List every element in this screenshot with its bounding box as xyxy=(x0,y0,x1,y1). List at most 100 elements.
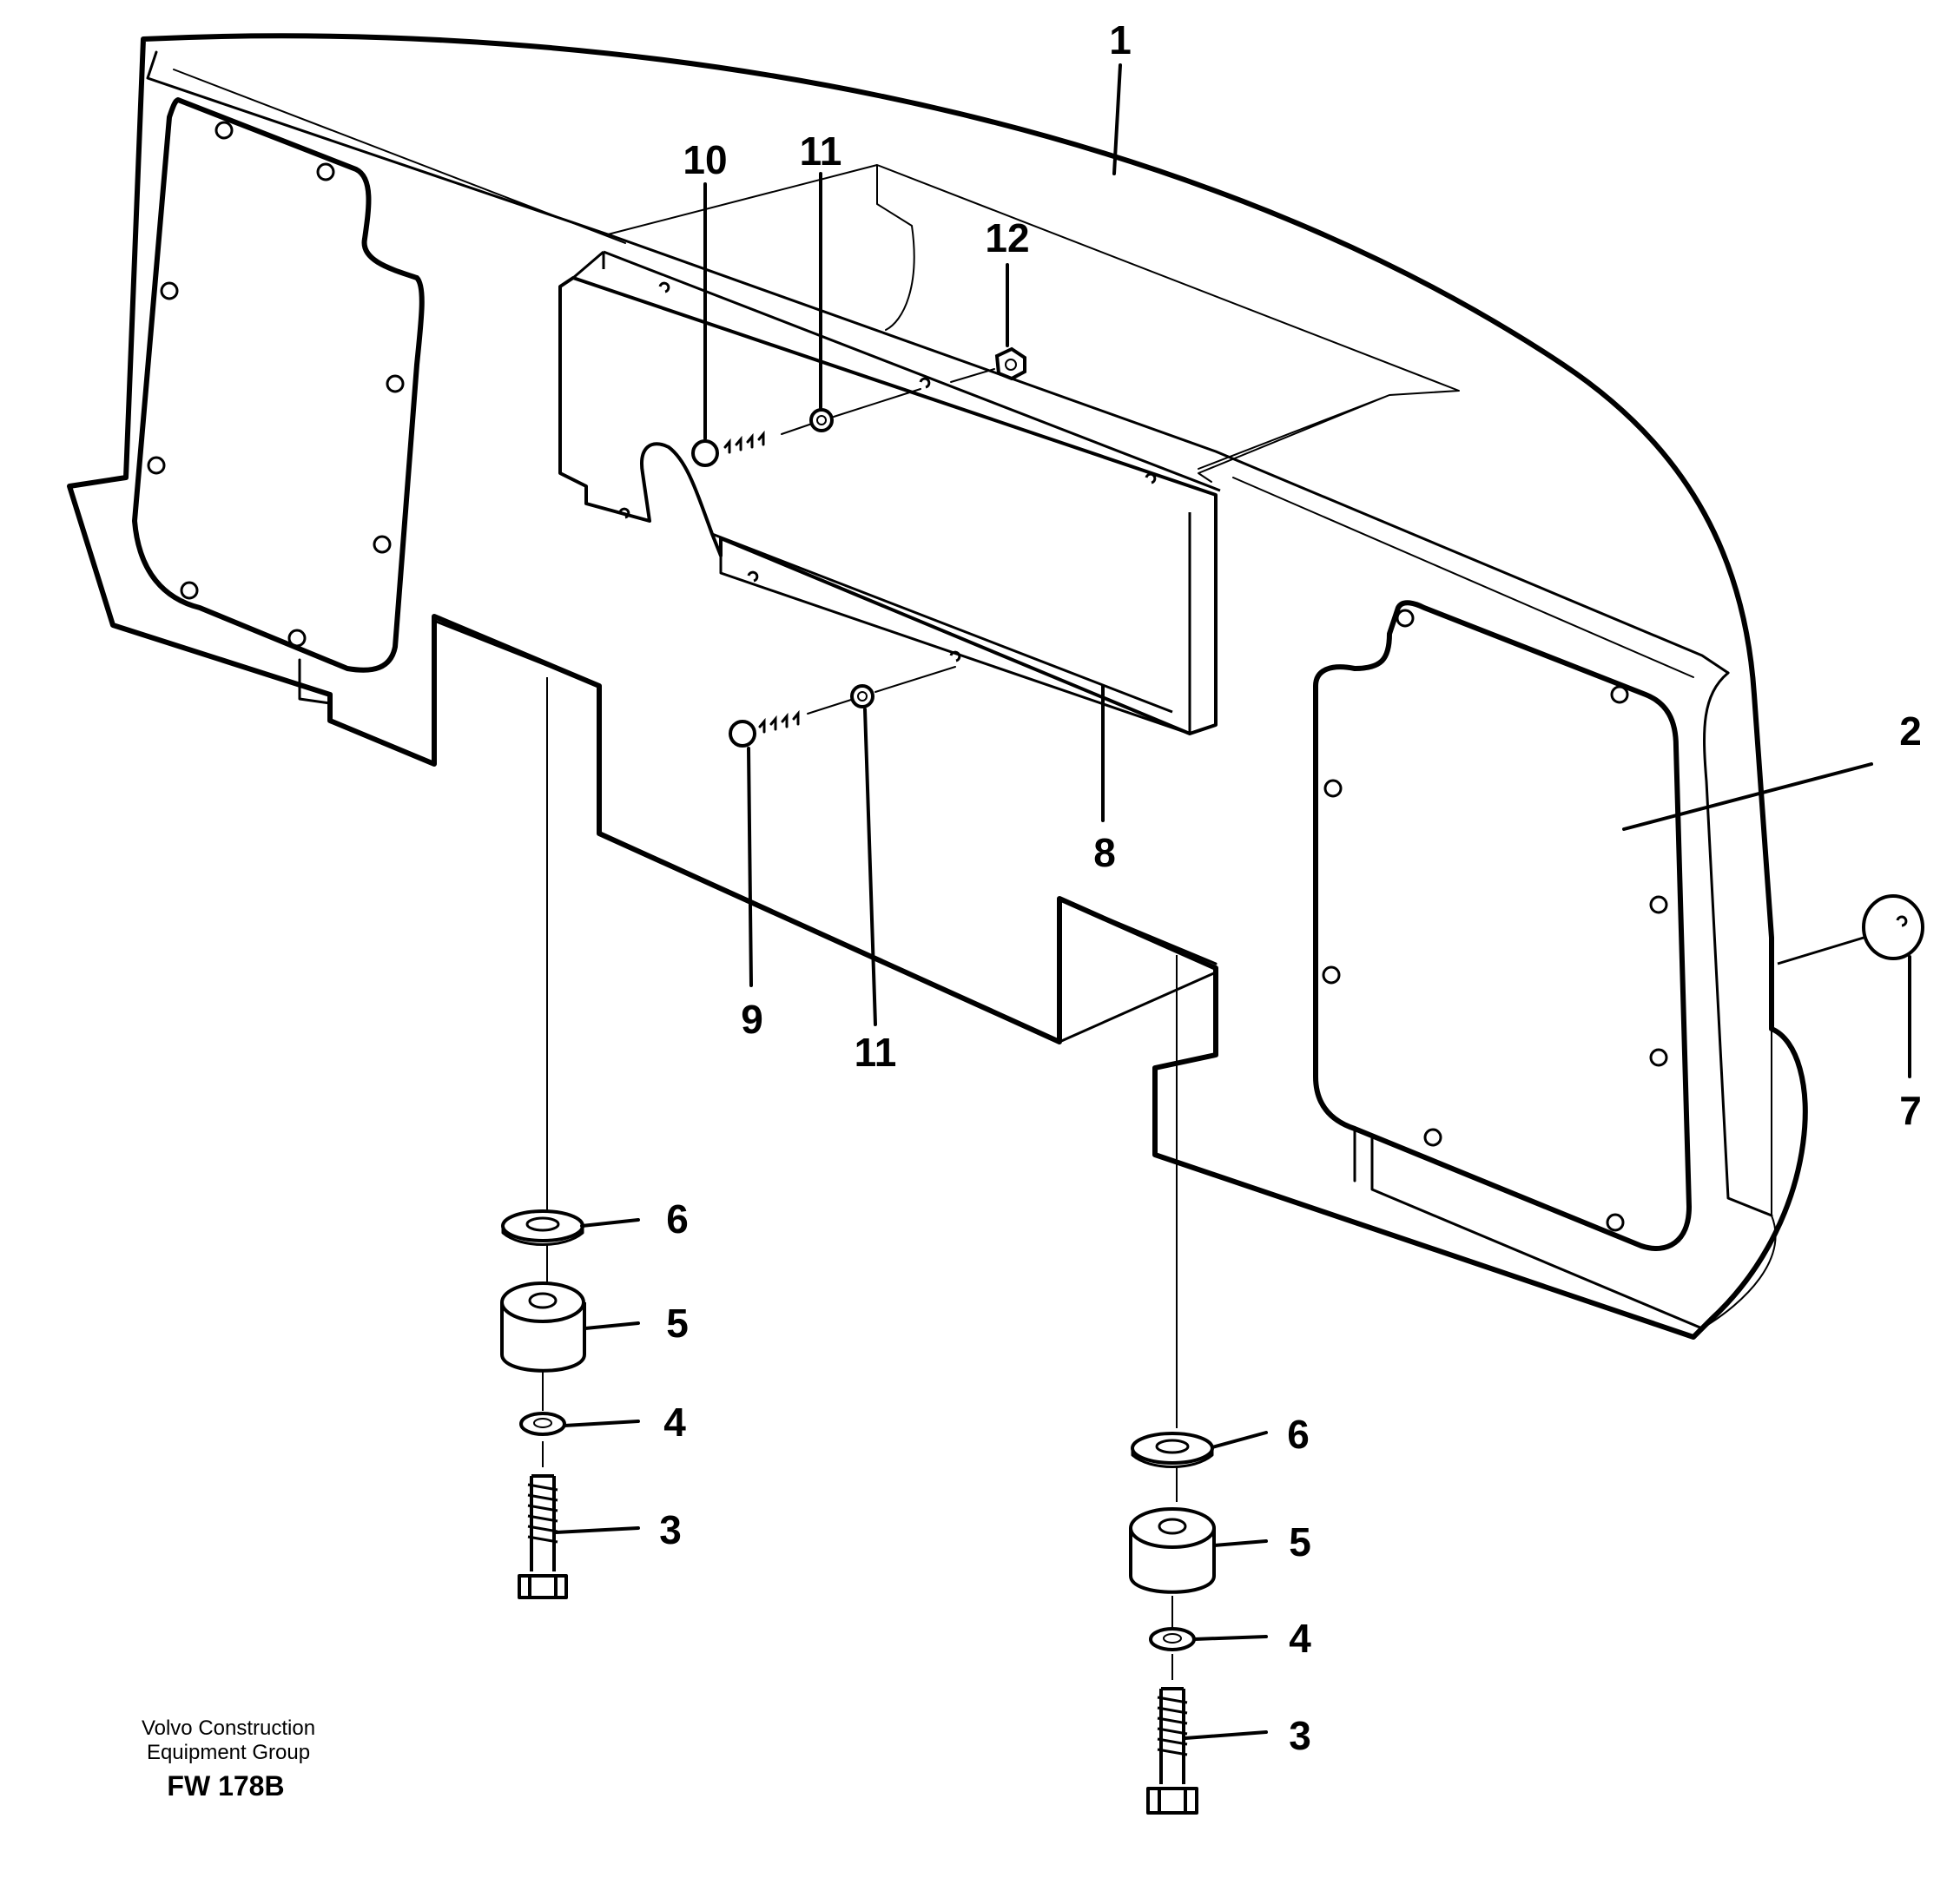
washer-11-upper[interactable] xyxy=(809,408,834,432)
callout-2: 2 xyxy=(1899,708,1922,754)
bracket-lower-flange xyxy=(711,532,1191,735)
washer-4-left-hole xyxy=(533,1418,552,1428)
screw-icon xyxy=(180,581,199,600)
callout-4-left: 4 xyxy=(663,1400,686,1445)
leader-1 xyxy=(1112,63,1122,175)
bracket-front[interactable] xyxy=(558,276,1218,735)
rubber-5-right-hole xyxy=(1158,1518,1187,1535)
right-cover-outline xyxy=(1313,600,1692,1251)
washer-6-left-hole xyxy=(525,1216,560,1232)
callout-1: 1 xyxy=(1109,17,1132,63)
mount-stack-left xyxy=(500,677,586,1599)
screw-icon xyxy=(1423,1128,1442,1147)
callout-8: 8 xyxy=(1093,830,1116,875)
screw-icon xyxy=(618,507,630,519)
plug-leader xyxy=(1777,936,1864,965)
rubber-5-left-top xyxy=(500,1281,585,1323)
rubber-5-left[interactable] xyxy=(500,1302,586,1373)
left-cover-screws xyxy=(147,121,405,648)
leader-2 xyxy=(1622,762,1873,831)
leader-6b xyxy=(1211,1431,1268,1449)
leader-3a xyxy=(554,1526,640,1534)
screw-icon xyxy=(287,629,307,648)
plug-7[interactable] xyxy=(1777,894,1924,965)
rubber-5-right[interactable] xyxy=(1129,1528,1216,1594)
bolt-3-right[interactable] xyxy=(1159,1687,1185,1784)
callout-12: 12 xyxy=(985,215,1029,260)
callout-labels: 1 2 3 4 5 6 3 4 5 6 7 8 9 10 11 11 12 xyxy=(659,17,1922,1758)
washer-6-right[interactable] xyxy=(1131,1432,1214,1465)
screw-9-head[interactable] xyxy=(729,720,756,748)
bolt-3-left[interactable] xyxy=(530,1474,556,1571)
screw-icon xyxy=(747,570,759,583)
callout-9: 9 xyxy=(741,997,763,1042)
callout-5-right: 5 xyxy=(1289,1519,1311,1565)
bolt-3-right-thread xyxy=(1157,1696,1188,1756)
left-cover-outline xyxy=(132,97,425,673)
washer-11-lower-axis xyxy=(874,666,956,693)
nut-12-axis xyxy=(950,368,995,383)
screw-icon xyxy=(1396,609,1415,628)
screw-icon xyxy=(949,650,961,662)
screw-10-axis xyxy=(781,423,813,435)
callout-4-right: 4 xyxy=(1289,1616,1311,1661)
leader-11b xyxy=(863,708,877,1026)
washer-11-lower-hole xyxy=(857,691,868,702)
screw-icon xyxy=(1610,685,1629,704)
panel-side xyxy=(1703,671,1773,1217)
washer-6-right-edge xyxy=(1131,1448,1214,1468)
panel-rim-2 xyxy=(173,69,1694,678)
bolt-3-left-thread xyxy=(527,1483,558,1544)
bracket-top-edge xyxy=(572,250,1221,492)
callout-7: 7 xyxy=(1899,1088,1922,1133)
screw-icon xyxy=(1323,779,1343,798)
screw-icon xyxy=(1145,472,1157,484)
plug-icon xyxy=(1862,894,1924,960)
screw-icon xyxy=(1606,1213,1625,1232)
panel-side-2 xyxy=(1701,1028,1777,1329)
caption-block: Volvo Construction Equipment Group FW 17… xyxy=(142,1716,315,1802)
screw-10-thread xyxy=(723,430,765,454)
callout-10: 10 xyxy=(683,137,727,182)
callout-5-left: 5 xyxy=(666,1301,689,1346)
leader-5b xyxy=(1212,1539,1268,1547)
washer-6-right-hole xyxy=(1155,1439,1190,1454)
washer-6-left[interactable] xyxy=(501,1209,584,1242)
screw-icon xyxy=(160,281,179,300)
panel-rim xyxy=(146,50,1730,675)
screw-icon xyxy=(316,162,335,181)
panel-step-left xyxy=(298,619,601,835)
screw-icon xyxy=(386,374,405,393)
leader-lines xyxy=(554,63,1911,1740)
leader-5a xyxy=(584,1321,640,1330)
panel-outline xyxy=(67,33,1808,1340)
callout-11-upper: 11 xyxy=(800,128,842,174)
caption-code: FW 178B xyxy=(167,1770,284,1802)
washer-4-left[interactable] xyxy=(519,1412,566,1436)
callout-11-lower: 11 xyxy=(855,1030,897,1075)
callout-3-right: 3 xyxy=(1289,1713,1311,1758)
callout-3-left: 3 xyxy=(659,1507,682,1552)
screw-icon xyxy=(147,456,166,475)
fasteners xyxy=(691,346,1026,748)
centre-recess xyxy=(607,164,1460,483)
right-cover xyxy=(1313,600,1692,1251)
screw-icon xyxy=(214,121,234,140)
leader-4a xyxy=(563,1420,640,1427)
washer-11-upper-hole xyxy=(816,415,827,425)
screw-icon xyxy=(1649,895,1668,914)
leader-4b xyxy=(1192,1635,1268,1641)
mount-stack-right xyxy=(1129,955,1216,1815)
washer-11-upper-axis xyxy=(833,388,921,418)
leader-6a xyxy=(580,1218,640,1228)
washer-4-right[interactable] xyxy=(1149,1627,1196,1651)
washer-11-lower[interactable] xyxy=(850,684,874,708)
right-cover-screws xyxy=(1322,609,1668,1232)
plug-mark xyxy=(1896,915,1908,927)
nut-12[interactable] xyxy=(994,346,1026,381)
callout-6-right: 6 xyxy=(1287,1412,1310,1457)
callout-6-left: 6 xyxy=(666,1196,689,1242)
screw-10-head[interactable] xyxy=(691,439,719,467)
panel-step-right xyxy=(1353,1127,1704,1330)
